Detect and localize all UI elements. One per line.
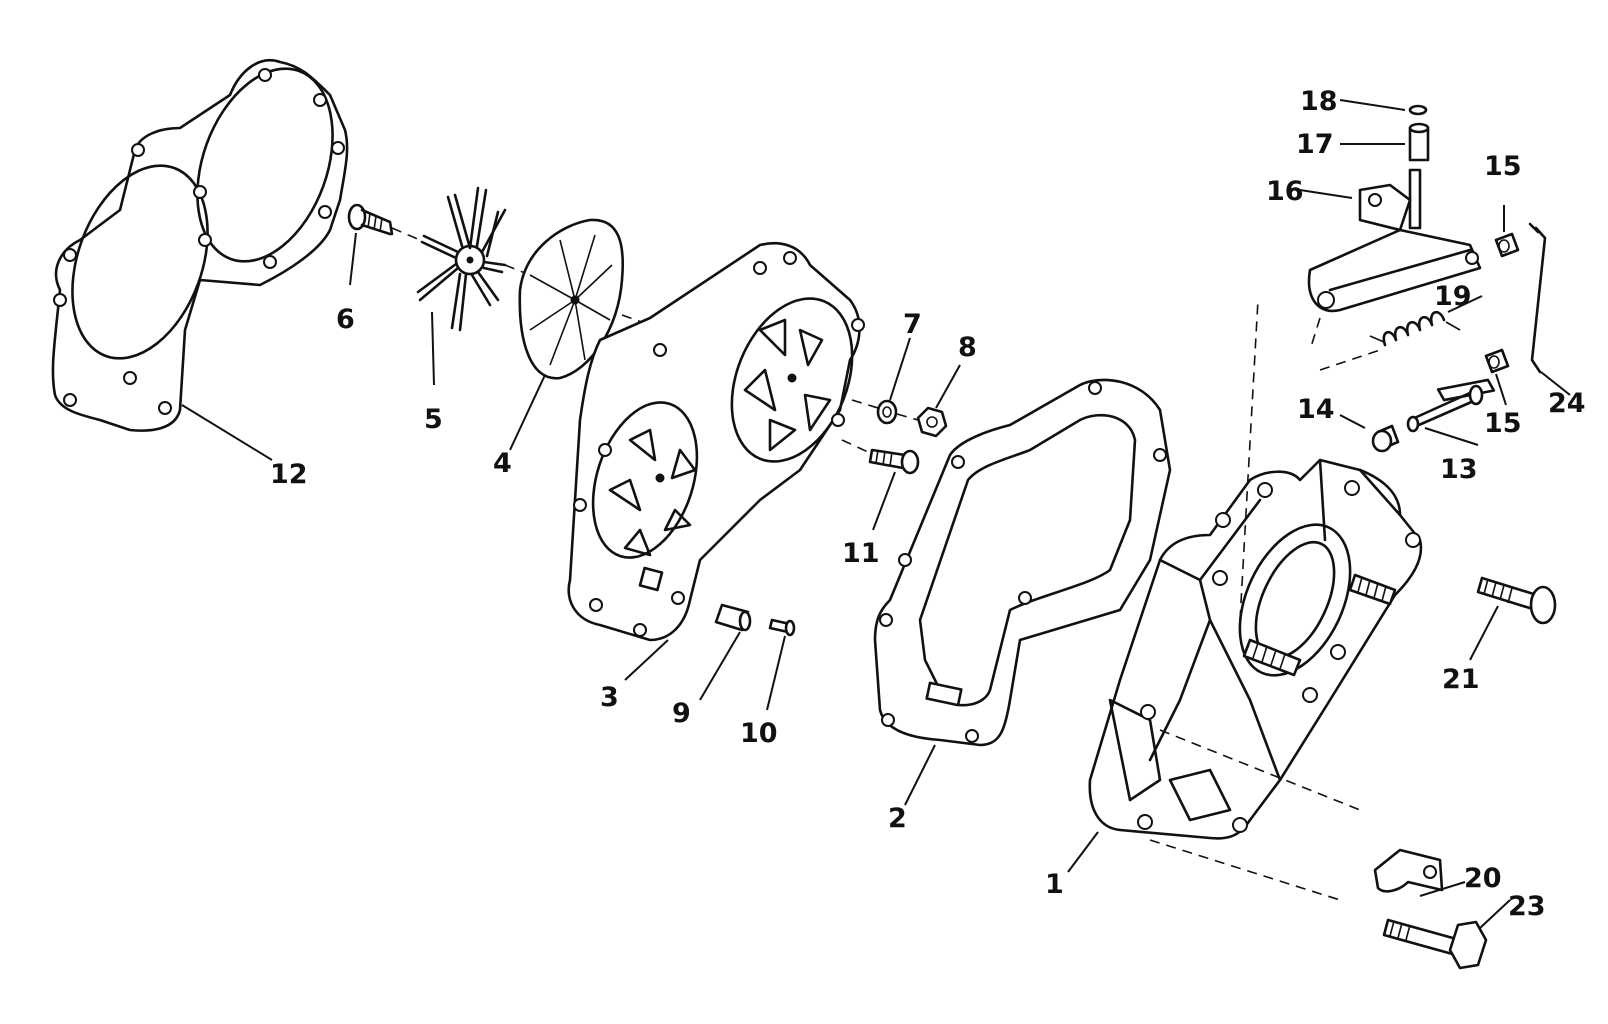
part-23-bolt — [1382, 899, 1511, 970]
part-20-clamp — [1373, 848, 1466, 897]
callout-14: 14 — [1297, 394, 1335, 425]
callout-20: 20 — [1464, 863, 1502, 894]
part-13-link — [1406, 378, 1496, 446]
callout-3: 3 — [600, 682, 619, 713]
callout-21: 21 — [1442, 664, 1480, 695]
callout-16: 16 — [1266, 176, 1304, 207]
part-12-gasket — [51, 59, 349, 461]
callout-23: 23 — [1508, 891, 1546, 922]
part-7-washer — [851, 337, 911, 425]
part-15-bushing-upper — [1494, 205, 1520, 258]
callout-9: 9 — [672, 698, 691, 729]
callout-2: 2 — [888, 803, 907, 834]
part-15-bushing-lower — [1484, 348, 1510, 406]
callout-10: 10 — [740, 718, 778, 749]
callout-6: 6 — [336, 304, 355, 335]
callout-11: 11 — [842, 538, 880, 569]
callout-8: 8 — [958, 332, 977, 363]
part-19-spring — [1319, 295, 1483, 371]
callout-5: 5 — [424, 404, 443, 435]
part-3-pump-cover — [567, 241, 865, 681]
part-24-rod — [1528, 222, 1571, 396]
callout-1: 1 — [1045, 869, 1064, 900]
part-1-housing — [1067, 299, 1423, 901]
part-4-plate — [509, 218, 651, 451]
part-14-bushing — [1339, 414, 1400, 453]
callout-12: 12 — [270, 459, 308, 490]
part-18-washer — [1339, 99, 1428, 116]
callout-7: 7 — [903, 309, 922, 340]
callout-13: 13 — [1440, 454, 1478, 485]
part-16-arm — [1299, 168, 1482, 351]
part-8-nut — [896, 364, 961, 438]
callout-24: 24 — [1548, 388, 1586, 419]
callout-19: 19 — [1434, 281, 1472, 312]
callout-labels: 1 2 3 4 5 6 7 8 9 10 11 12 13 14 15 15 1… — [270, 86, 1586, 922]
part-10-screw — [766, 618, 796, 711]
part-21-screw — [1469, 576, 1557, 661]
callout-15-lower: 15 — [1484, 408, 1522, 439]
part-11-screw — [841, 439, 920, 531]
callout-18: 18 — [1300, 86, 1338, 117]
part-2-gasket — [873, 378, 1172, 806]
part-5-impeller — [416, 186, 531, 386]
callout-17: 17 — [1296, 129, 1334, 160]
callout-4: 4 — [493, 448, 512, 479]
part-17-sleeve — [1340, 122, 1430, 162]
part-9-pin — [699, 603, 752, 701]
part-6-screw — [347, 203, 421, 286]
callout-15-upper: 15 — [1484, 151, 1522, 182]
